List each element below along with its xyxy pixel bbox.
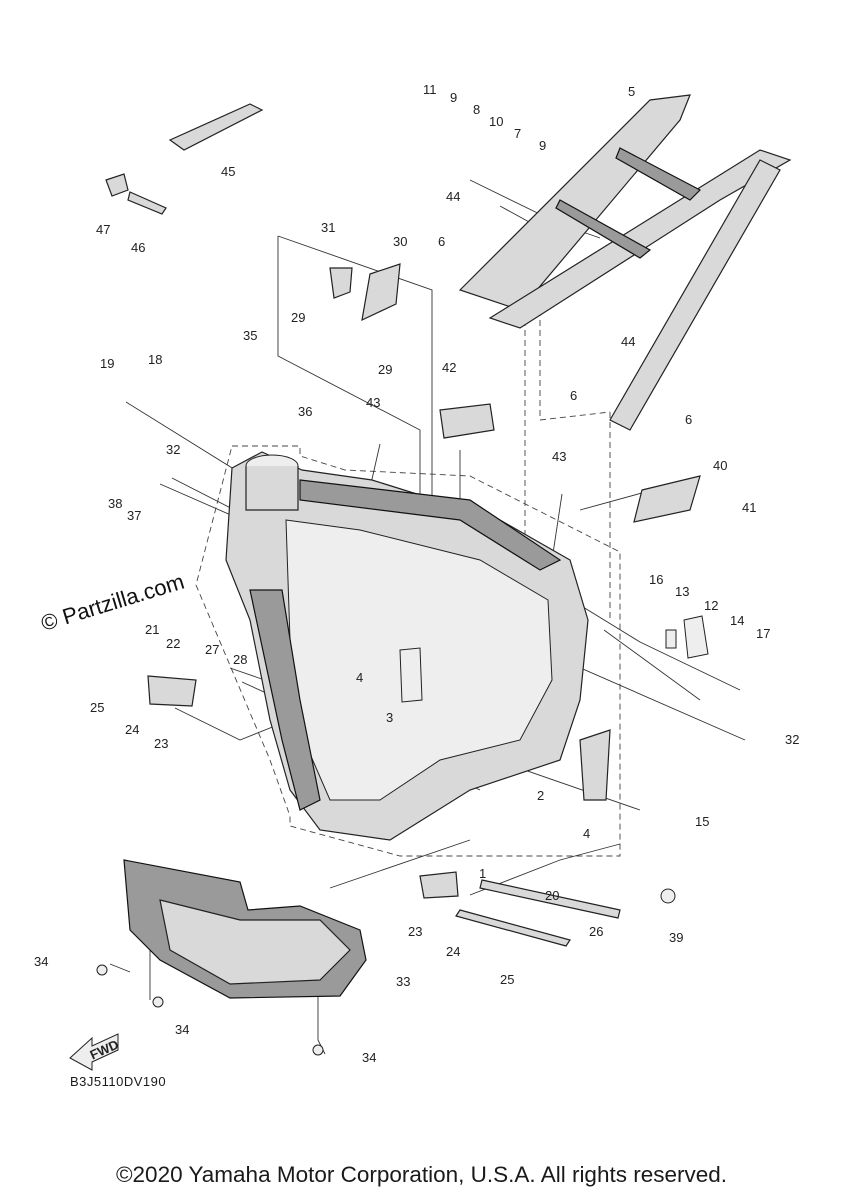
- callout: 8: [473, 102, 480, 117]
- callout: 41: [742, 500, 756, 515]
- callout: 47: [96, 222, 110, 237]
- callout: 44: [446, 189, 460, 204]
- callout: 20: [545, 888, 559, 903]
- parts-diagram: FWD 1 2 2 3 4 4 5 6 6 6 7 8 9 9 10 11 12…: [34, 82, 799, 1071]
- callout: 32: [166, 442, 180, 457]
- callout: 10: [489, 114, 503, 129]
- callout: 38: [108, 496, 122, 511]
- callout: 25: [500, 972, 514, 987]
- callout: 1: [479, 866, 486, 881]
- callout: 7: [514, 126, 521, 141]
- callout: 37: [127, 508, 141, 523]
- callout: 29: [291, 310, 305, 325]
- callout: 40: [713, 458, 727, 473]
- callout: 36: [298, 404, 312, 419]
- callout: 9: [450, 90, 457, 105]
- callout: 30: [393, 234, 407, 249]
- callout: 35: [243, 328, 257, 343]
- fwd-label: FWD: [88, 1037, 121, 1063]
- callout: 29: [378, 362, 392, 377]
- callout: 4: [583, 826, 590, 841]
- callout: 46: [131, 240, 145, 255]
- callout: 25: [90, 700, 104, 715]
- callout: 31: [321, 220, 335, 235]
- callout: 33: [396, 974, 410, 989]
- callout: 3: [386, 710, 393, 725]
- callout: 21: [145, 622, 159, 637]
- callout: 45: [221, 164, 235, 179]
- callout: 24: [125, 722, 139, 737]
- callout: 6: [438, 234, 445, 249]
- callout: 18: [148, 352, 162, 367]
- callout: 34: [34, 954, 48, 969]
- callout: 23: [408, 924, 422, 939]
- callout: 27: [205, 642, 219, 657]
- callout: 15: [695, 814, 709, 829]
- callout: 39: [669, 930, 683, 945]
- callout: 43: [366, 395, 380, 410]
- callout: 9: [539, 138, 546, 153]
- callout: 13: [675, 584, 689, 599]
- main-frame: [225, 451, 589, 841]
- callout: 34: [362, 1050, 376, 1065]
- copyright-notice: ©2020 Yamaha Motor Corporation, U.S.A. A…: [115, 1162, 728, 1187]
- fwd-arrow: FWD: [69, 1033, 121, 1071]
- callout: 24: [446, 944, 460, 959]
- callout: 5: [628, 84, 635, 99]
- skid-plate: [123, 859, 367, 999]
- callout: 43: [552, 449, 566, 464]
- callout: 16: [649, 572, 663, 587]
- callout: 26: [589, 924, 603, 939]
- callout: 28: [233, 652, 247, 667]
- callout: 12: [704, 598, 718, 613]
- diagram-code: B3J5110DV190: [70, 1074, 167, 1089]
- callout: 22: [166, 636, 180, 651]
- assembly-boundaries: [195, 290, 621, 857]
- sub-frame: [458, 94, 792, 431]
- callout-labels: 1 2 2 3 4 4 5 6 6 6 7 8 9 9 10 11 12 13 …: [34, 82, 799, 1065]
- callout: 6: [685, 412, 692, 427]
- callout: 42: [442, 360, 456, 375]
- callout: 2: [537, 788, 544, 803]
- callout: 4: [356, 670, 363, 685]
- callout: 34: [175, 1022, 189, 1037]
- callout: 19: [100, 356, 114, 371]
- small-parts: [96, 103, 709, 1056]
- callout: 14: [730, 613, 744, 628]
- callout: 32: [785, 732, 799, 747]
- callout: 6: [570, 388, 577, 403]
- callout: 11: [423, 82, 437, 97]
- callout: 17: [756, 626, 770, 641]
- callout: 44: [621, 334, 635, 349]
- callout: 23: [154, 736, 168, 751]
